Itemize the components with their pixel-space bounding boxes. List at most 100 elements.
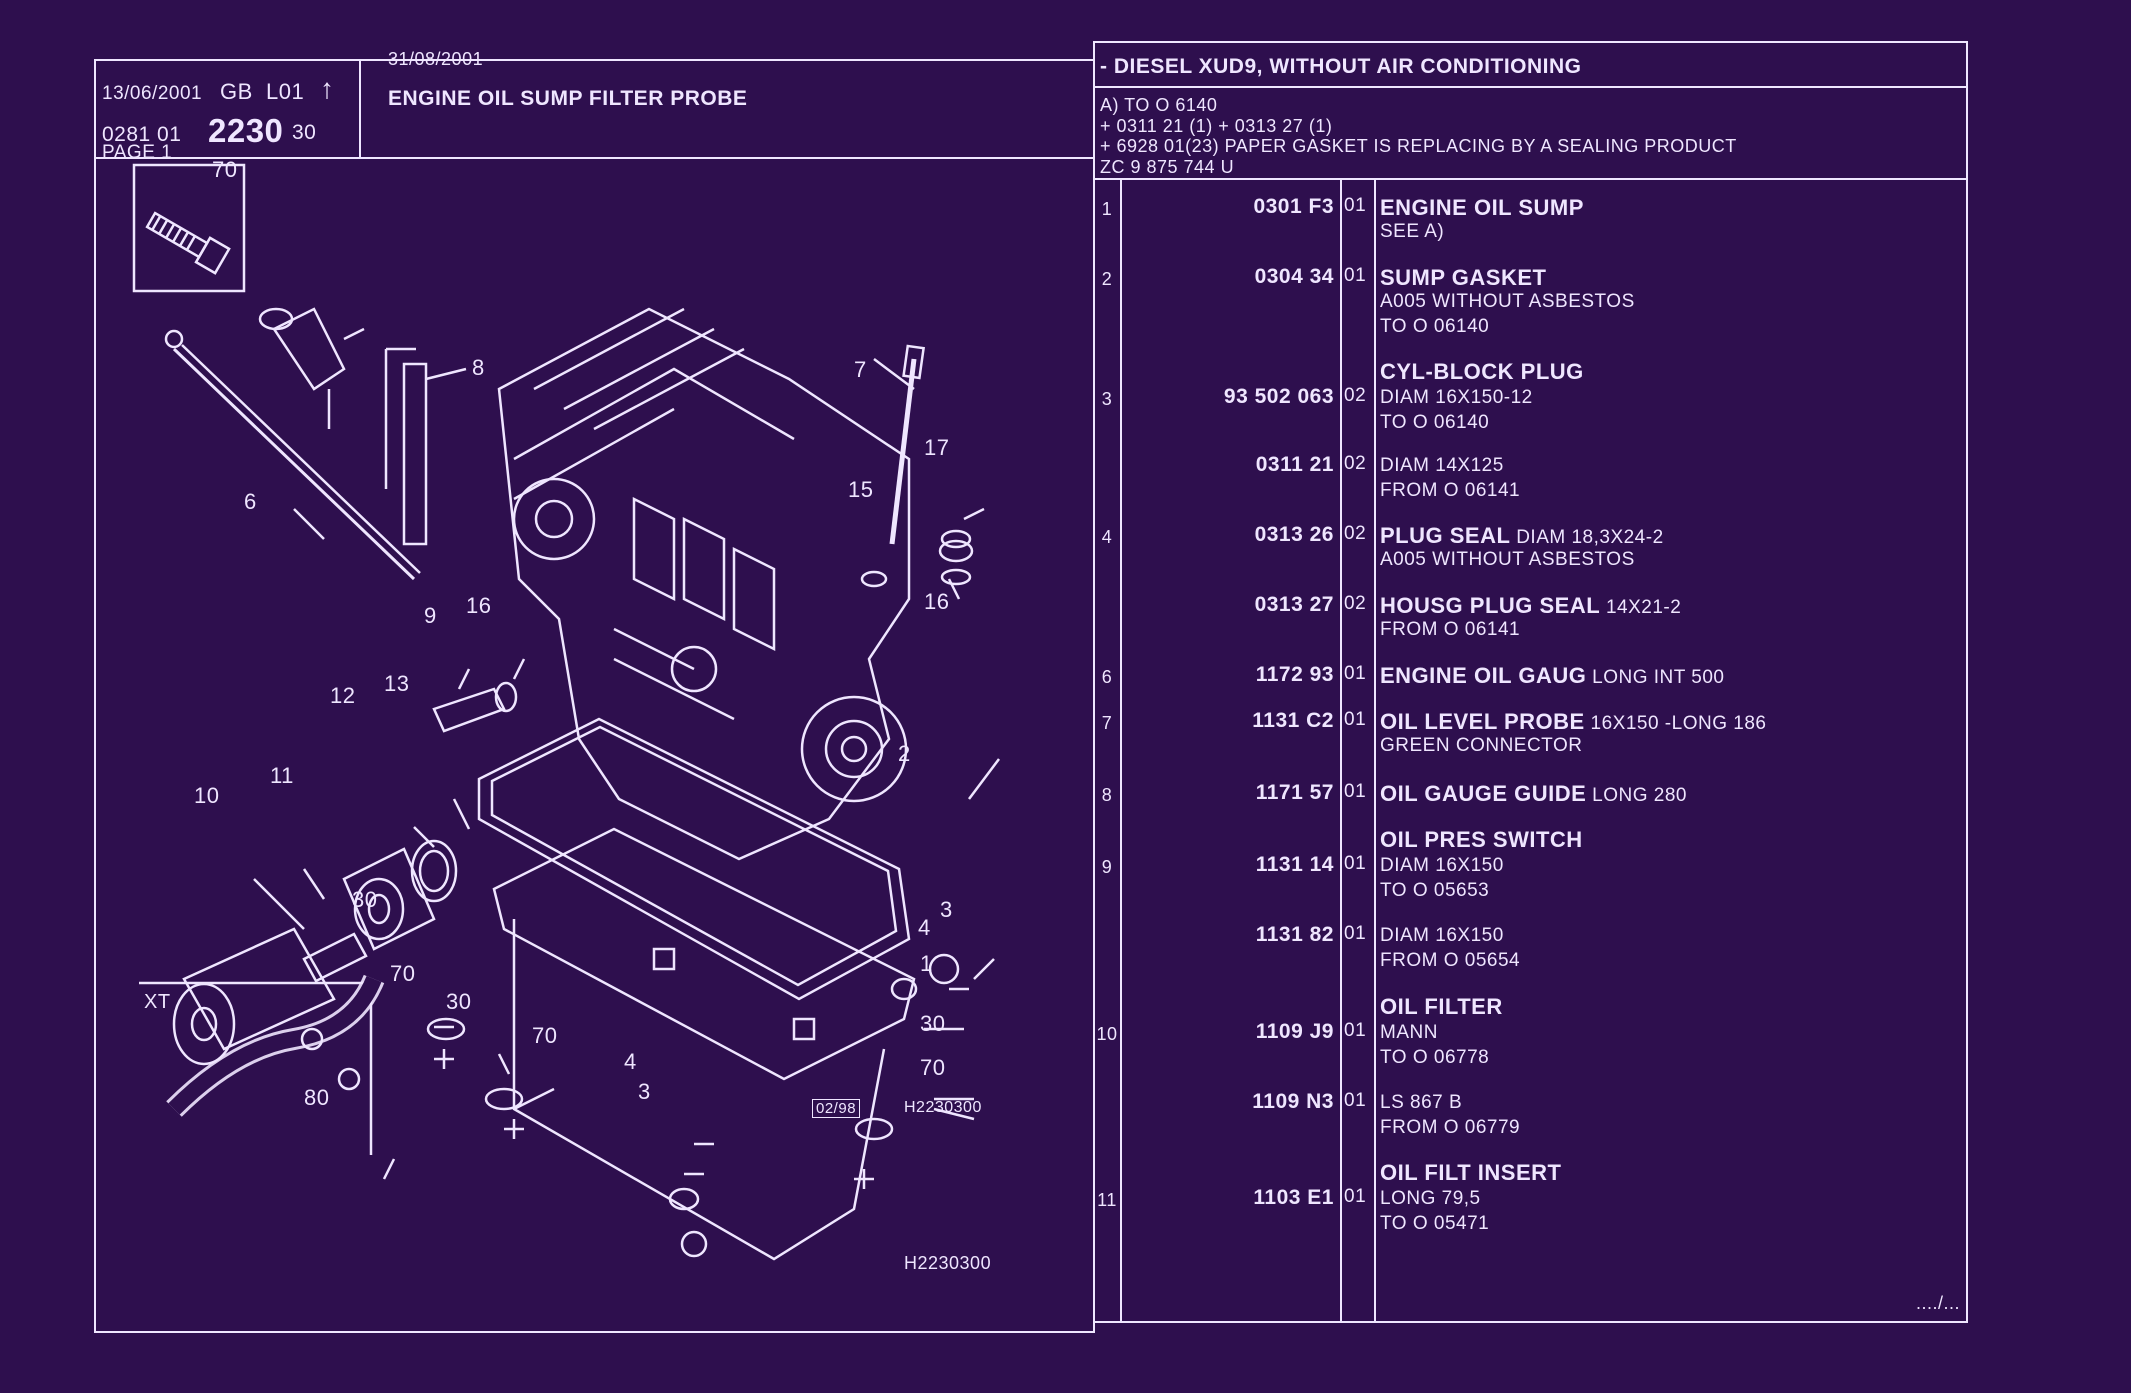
exploded-diagram: 70 8 7 17 6 15 16 9 16 12 13 2 10 11 30 … (94, 157, 1093, 1331)
notes-underline (1094, 178, 1968, 180)
callout-label: 70 (212, 157, 238, 182)
part-qty: 01 (1344, 709, 1367, 730)
callout-label: 17 (924, 435, 950, 460)
part-number: 1131 C2 (1252, 709, 1334, 732)
part-number: 0301 F3 (1253, 195, 1334, 218)
part-detail: A005 WITHOUT ASBESTOS (1380, 291, 1635, 312)
part-name: ENGINE OIL SUMP (1380, 195, 1584, 220)
note-1: A) TO O 6140 (1100, 95, 1218, 115)
part-qty: 02 (1344, 523, 1367, 544)
part-spec: 14X21-2 (1605, 597, 1682, 618)
callout-label: 70 (532, 1023, 558, 1048)
part-number: 0313 26 (1254, 523, 1334, 546)
callout-label: 11 (270, 763, 294, 788)
row-index: 9 (1101, 857, 1113, 877)
part-qty: 01 (1344, 853, 1367, 874)
callout-label: 70 (920, 1055, 946, 1080)
part-number: 1109 J9 (1255, 1020, 1334, 1043)
part-qty: 02 (1344, 385, 1367, 406)
part-detail: DIAM 14X125 (1380, 455, 1504, 476)
row-index: 1 (1101, 199, 1113, 219)
part-qty: 01 (1344, 1090, 1367, 1111)
part-detail: TO O 06778 (1380, 1047, 1490, 1068)
frame-bottom-right (1094, 1321, 1968, 1323)
variant-underline (1094, 86, 1968, 88)
part-qty: 02 (1344, 593, 1367, 614)
part-detail: TO O 06140 (1380, 316, 1490, 337)
callout-label: 30 (920, 1011, 946, 1036)
callout-label: 3 (940, 897, 953, 922)
diagram-code: H2230300 (904, 1099, 982, 1116)
part-name: SUMP GASKET (1380, 265, 1547, 290)
row-index: 2 (1101, 269, 1113, 289)
callout-label: 10 (194, 783, 220, 808)
row-index: 7 (1101, 713, 1113, 733)
col-part-line (1340, 178, 1342, 1323)
header-ref-main: 2230 (208, 112, 284, 149)
part-name: HOUSG PLUG SEAL (1380, 593, 1601, 618)
part-name: ENGINE OIL GAUG (1380, 663, 1587, 688)
callout-label: 16 (466, 593, 492, 618)
part-detail: GREEN CONNECTOR (1380, 735, 1583, 756)
part-detail: FROM O 06779 (1380, 1117, 1521, 1138)
row-index: 3 (1101, 389, 1113, 409)
engine-diagram-drawing (132, 163, 1000, 1261)
part-detail: DIAM 16X150-12 (1380, 387, 1533, 408)
part-number: 1131 14 (1255, 853, 1334, 876)
part-detail: SEE A) (1380, 221, 1445, 242)
callout-label: 4 (918, 915, 931, 940)
part-number: 1172 93 (1255, 663, 1334, 686)
part-name: OIL FILTER (1380, 994, 1503, 1019)
xt-inset-label: XT (144, 991, 171, 1013)
header-ref-suffix: 30 (292, 121, 317, 144)
part-detail: DIAM 16X150 (1380, 855, 1504, 876)
header-page: PAGE 1 (102, 142, 173, 163)
part-qty: 02 (1344, 453, 1367, 474)
callout-label: 30 (446, 989, 472, 1014)
part-number: 0304 34 (1254, 265, 1334, 288)
part-qty: 01 (1344, 1186, 1367, 1207)
part-detail: FROM O 06141 (1380, 480, 1521, 501)
part-detail: TO O 05653 (1380, 880, 1490, 901)
part-name: OIL GAUGE GUIDE (1380, 781, 1587, 806)
part-detail: FROM O 06141 (1380, 619, 1521, 640)
up-arrow-icon: ↑ (320, 73, 335, 104)
header-bottom-left (94, 157, 1094, 159)
part-detail: FROM O 05654 (1380, 950, 1521, 971)
frame-divider (1093, 41, 1095, 1333)
header-date1: 13/06/2001 (102, 83, 203, 104)
callout-label: 8 (472, 355, 485, 380)
note-2: + 0311 21 (1) + 0313 27 (1) (1100, 116, 1333, 136)
callout-label: 4 (624, 1049, 637, 1074)
revision-box: 02/98 (812, 1099, 861, 1118)
row-index: 11 (1097, 1190, 1117, 1210)
diagram-code-bottom: H2230300 (904, 1253, 992, 1273)
part-detail: TO O 06140 (1380, 412, 1490, 433)
header-lang: GB (220, 79, 253, 104)
part-number: 1109 N3 (1252, 1090, 1334, 1113)
row-index: 10 (1096, 1024, 1118, 1044)
callout-label: 15 (848, 477, 874, 502)
part-name: OIL FILT INSERT (1380, 1160, 1562, 1185)
header-ref-prefix: 0281 01 (102, 123, 182, 146)
part-number: 93 502 063 (1223, 385, 1334, 408)
page-title: ENGINE OIL SUMP FILTER PROBE (388, 87, 748, 110)
col-qty-line (1374, 178, 1376, 1323)
frame-left (94, 59, 96, 1333)
frame-top-left (94, 59, 1094, 61)
part-spec: DIAM 18,3X24-2 (1516, 527, 1664, 548)
part-detail: TO O 05471 (1380, 1213, 1490, 1234)
part-qty: 01 (1344, 195, 1367, 216)
callout-label: 6 (244, 489, 257, 514)
callout-label: 30 (352, 887, 378, 912)
header-date2: 31/08/2001 (388, 49, 484, 69)
part-detail: DIAM 16X150 (1380, 925, 1504, 946)
col-idx-line (1120, 178, 1122, 1323)
part-number: 0313 27 (1254, 593, 1334, 616)
callout-label: 3 (638, 1079, 651, 1104)
part-spec: LONG INT 500 (1592, 667, 1725, 688)
continued-marker: ..../... (1916, 1293, 1961, 1313)
variant-title: - DIESEL XUD9, WITHOUT AIR CONDITIONING (1100, 55, 1582, 78)
part-number: 1103 E1 (1253, 1186, 1334, 1209)
parts-sheet: 13/06/2001 GB L01 ↑ 0281 01 2230 30 PAGE… (94, 41, 1968, 1333)
